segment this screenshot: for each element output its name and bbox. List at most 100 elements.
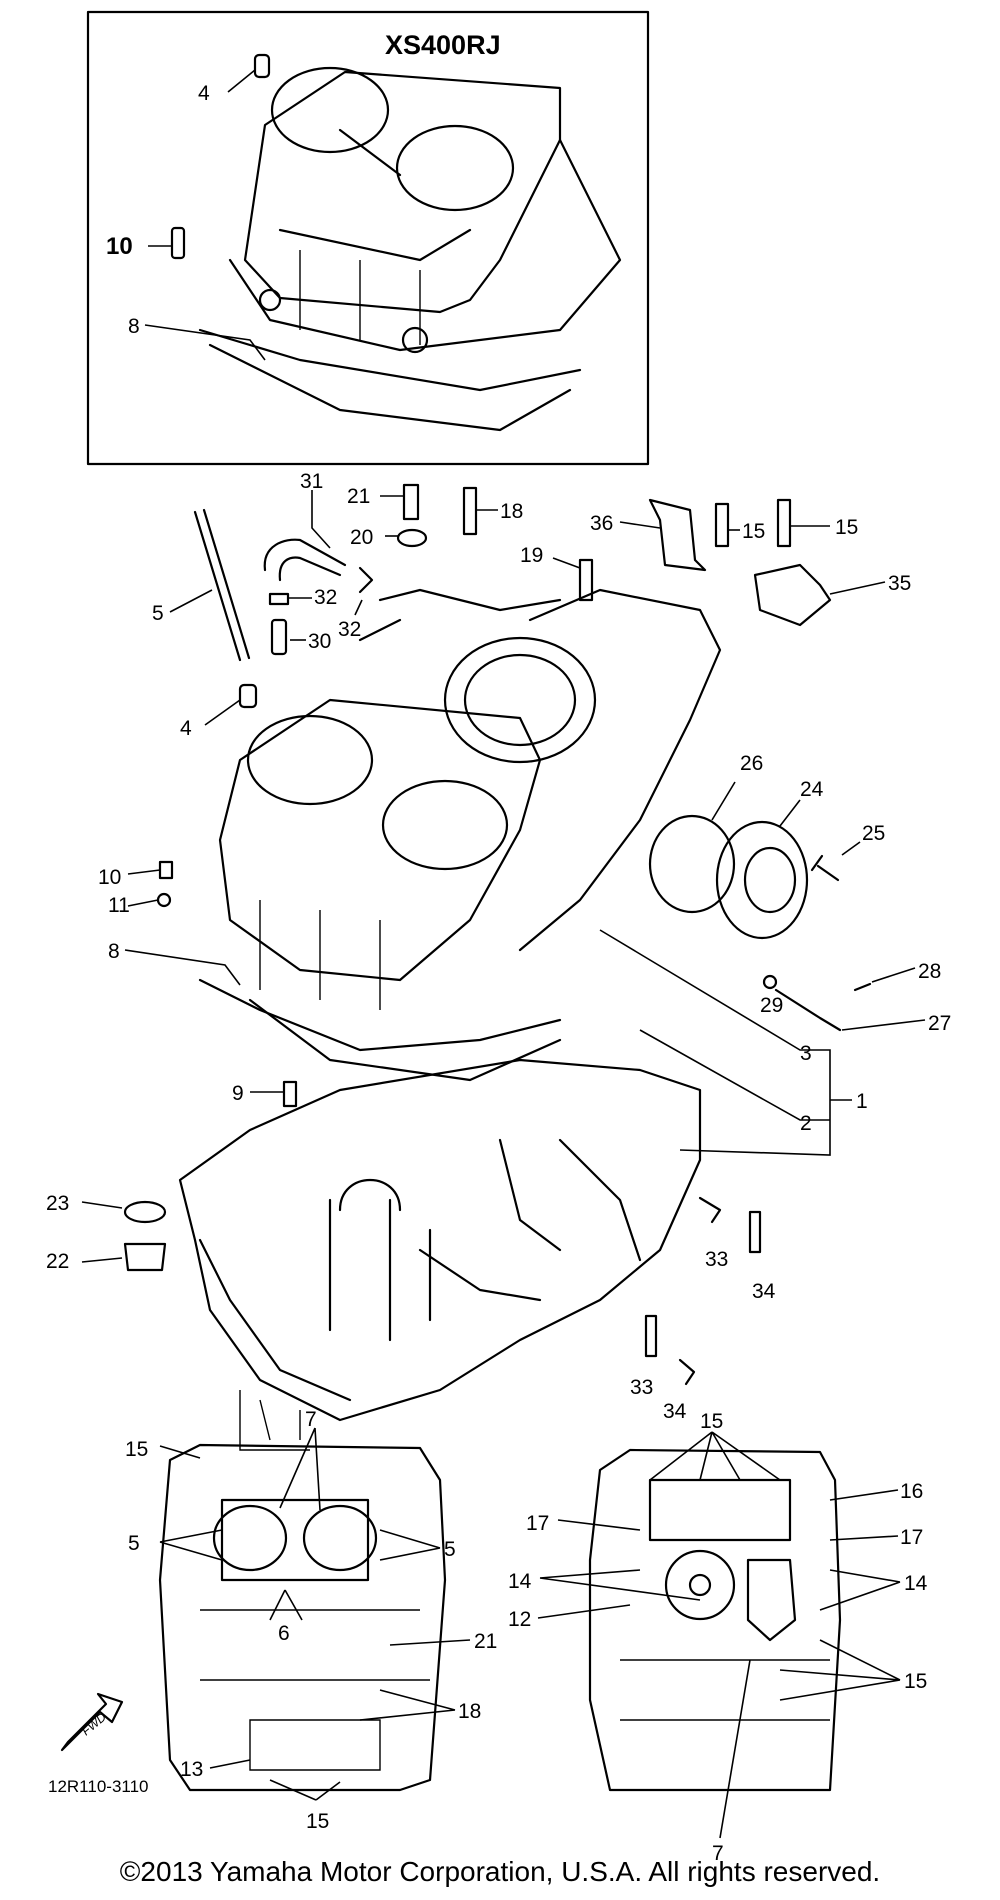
top-view-leaders [159, 1427, 471, 1801]
bv-17b: 17 [900, 1526, 923, 1549]
svg-text:1: 1 [856, 1090, 868, 1113]
svg-text:5: 5 [152, 602, 164, 625]
diagram-code: 12R110-3110 [48, 1777, 149, 1796]
bv-14b: 14 [904, 1572, 928, 1595]
bv-7: 7 [712, 1842, 724, 1865]
svg-text:10: 10 [106, 233, 133, 260]
callout-15a: 15 [714, 502, 765, 548]
copyright-notice: ©2013 Yamaha Motor Corporation, U.S.A. A… [119, 1856, 881, 1887]
svg-text:25: 25 [862, 822, 885, 845]
svg-text:8: 8 [128, 315, 140, 338]
callout-24: 24 [715, 778, 824, 940]
callout-31: 31 [263, 470, 347, 582]
inset-panel: XS400RJ 4 10 8 [86, 10, 650, 466]
svg-text:28: 28 [918, 960, 941, 983]
callout-20: 20 [350, 526, 428, 549]
tv-21: 21 [474, 1630, 497, 1653]
svg-text:19: 19 [520, 544, 543, 567]
svg-text:32: 32 [314, 586, 337, 609]
callout-32a: 32 [268, 586, 337, 609]
tv-18: 18 [458, 1700, 481, 1723]
top-view: 15 7 5 5 6 21 18 13 15 FWD 12R110-3110 [48, 1408, 497, 1833]
svg-text:27: 27 [928, 1012, 951, 1035]
svg-text:33: 33 [705, 1248, 728, 1271]
bottom-view: 15 16 17 17 14 14 12 15 7 [508, 1410, 928, 1865]
callout-8: 8 [108, 940, 241, 986]
callout-34a: 34 [748, 1210, 776, 1303]
svg-text:29: 29 [760, 994, 783, 1017]
callout-22: 22 [46, 1242, 167, 1273]
svg-text:24: 24 [800, 778, 824, 801]
main-exploded-view: 5 31 32 32 30 21 [46, 470, 951, 1451]
svg-text:10: 10 [98, 866, 121, 889]
svg-text:18: 18 [500, 500, 523, 523]
svg-text:2: 2 [800, 1112, 812, 1135]
callout-34b: 34 [663, 1358, 696, 1423]
callout-35: 35 [753, 563, 911, 627]
callout-15b: 15 [776, 498, 858, 548]
callout-18: 18 [462, 486, 523, 536]
callout-1-2-3: 3 2 1 [599, 929, 868, 1156]
callout-36: 36 [590, 498, 707, 572]
inset-frame [86, 10, 650, 466]
bv-17a: 17 [526, 1512, 549, 1535]
svg-text:9: 9 [232, 1082, 244, 1105]
svg-text:FWD: FWD [79, 1710, 109, 1739]
callout-23: 23 [46, 1192, 167, 1224]
svg-text:3: 3 [800, 1042, 812, 1065]
svg-text:15: 15 [835, 516, 858, 539]
bv-15c: 15 [904, 1670, 927, 1693]
bottom-view-leaders [537, 1431, 901, 1839]
tv-6: 6 [278, 1622, 290, 1645]
callout-11: 11 [108, 892, 172, 917]
callout-5: 5 [152, 508, 251, 662]
inset-callout-10: 10 [106, 226, 186, 260]
svg-text:15: 15 [742, 520, 765, 543]
callout-32b: 32 [338, 566, 374, 641]
tv-7: 7 [305, 1408, 317, 1431]
bv-16: 16 [900, 1480, 923, 1503]
tv-15b: 15 [306, 1810, 329, 1833]
tv-5a: 5 [128, 1532, 140, 1555]
svg-text:4: 4 [198, 82, 210, 105]
upper-crankcase [198, 588, 722, 1082]
svg-text:34: 34 [752, 1280, 776, 1303]
callout-33a: 33 [698, 1196, 728, 1271]
bv-12: 12 [508, 1608, 531, 1631]
callout-33b: 33 [630, 1314, 658, 1399]
svg-text:23: 23 [46, 1192, 69, 1215]
callout-4: 4 [180, 683, 258, 740]
tv-5b: 5 [444, 1538, 456, 1561]
svg-text:4: 4 [180, 717, 192, 740]
callout-30: 30 [270, 618, 331, 656]
svg-text:11: 11 [108, 894, 130, 917]
callout-25: 25 [810, 822, 885, 882]
svg-text:22: 22 [46, 1250, 69, 1273]
svg-text:35: 35 [888, 572, 911, 595]
inset-cylinder-block [198, 66, 622, 432]
callout-19: 19 [520, 544, 594, 602]
callout-28: 28 [853, 960, 941, 992]
svg-text:34: 34 [663, 1400, 687, 1423]
svg-text:32: 32 [338, 618, 361, 641]
tv-15a: 15 [125, 1438, 148, 1461]
inset-callout-4: 4 [198, 53, 271, 105]
lower-crankcase [178, 1058, 702, 1451]
bv-14a: 14 [508, 1570, 532, 1593]
svg-text:36: 36 [590, 512, 613, 535]
callout-10: 10 [98, 860, 174, 889]
tv-13: 13 [180, 1758, 203, 1781]
callout-27: 27 [774, 988, 951, 1035]
svg-text:33: 33 [630, 1376, 653, 1399]
callout-26: 26 [648, 752, 763, 914]
svg-text:30: 30 [308, 630, 331, 653]
svg-text:21: 21 [347, 485, 370, 508]
svg-text:8: 8 [108, 940, 120, 963]
svg-text:31: 31 [300, 470, 323, 493]
callout-9: 9 [232, 1080, 298, 1108]
inset-title: XS400RJ [385, 30, 501, 60]
inset-callout-8: 8 [128, 315, 266, 361]
svg-text:26: 26 [740, 752, 763, 775]
callout-29: 29 [760, 974, 783, 1017]
